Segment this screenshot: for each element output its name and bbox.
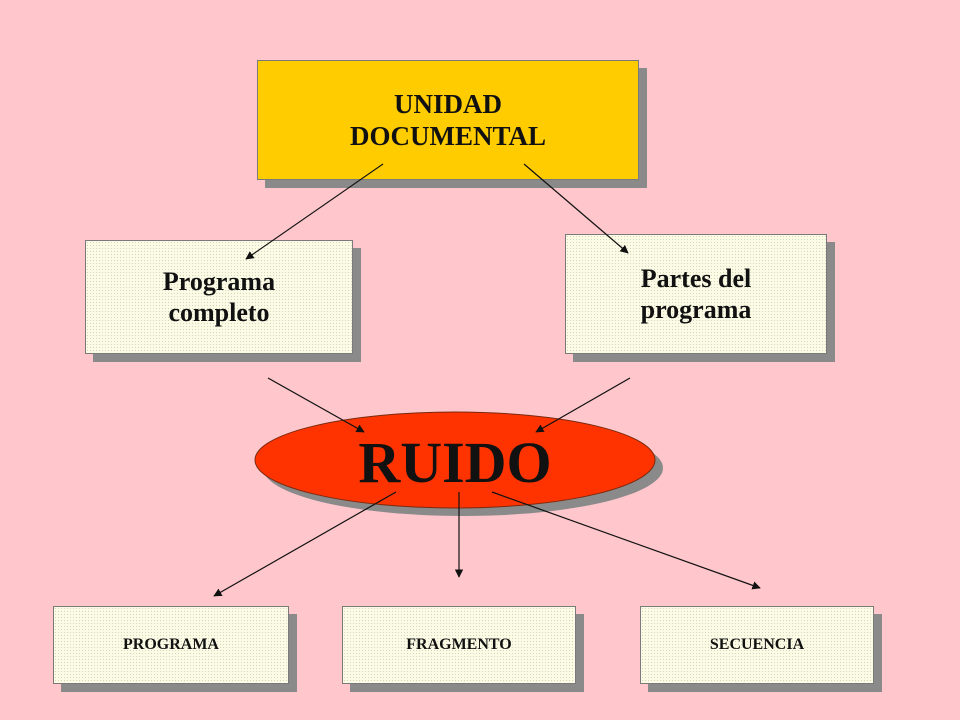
ruido-ellipse	[254, 411, 656, 509]
unidad-documental-box: UNIDAD DOCUMENTAL	[257, 60, 639, 180]
fragmento-label: FRAGMENTO	[406, 636, 512, 654]
arrow-partes-to-ruido	[535, 377, 631, 433]
programa-label: PROGRAMA	[123, 636, 219, 654]
partes-del-programa-label: Partes del programa	[640, 263, 752, 324]
programa-completo-box: Programa completo	[85, 240, 353, 354]
programa-box: PROGRAMA	[53, 606, 289, 684]
programa-completo-label: Programa completo	[162, 266, 276, 327]
fragmento-box: FRAGMENTO	[342, 606, 576, 684]
secuencia-box: SECUENCIA	[640, 606, 874, 684]
arrow-unidad-to-partes	[523, 163, 629, 254]
arrow-unidad-to-programa-completo	[245, 163, 384, 260]
arrow-ruido-to-programa	[213, 491, 397, 597]
arrow-ruido-to-secuencia	[491, 491, 761, 590]
secuencia-label: SECUENCIA	[709, 636, 805, 654]
ruido-label: RUIDO	[358, 430, 551, 495]
unidad-documental-label: UNIDAD DOCUMENTAL	[349, 88, 546, 151]
partes-del-programa-box: Partes del programa	[565, 234, 827, 354]
arrow-programa-completo-to-ruido	[267, 377, 365, 433]
